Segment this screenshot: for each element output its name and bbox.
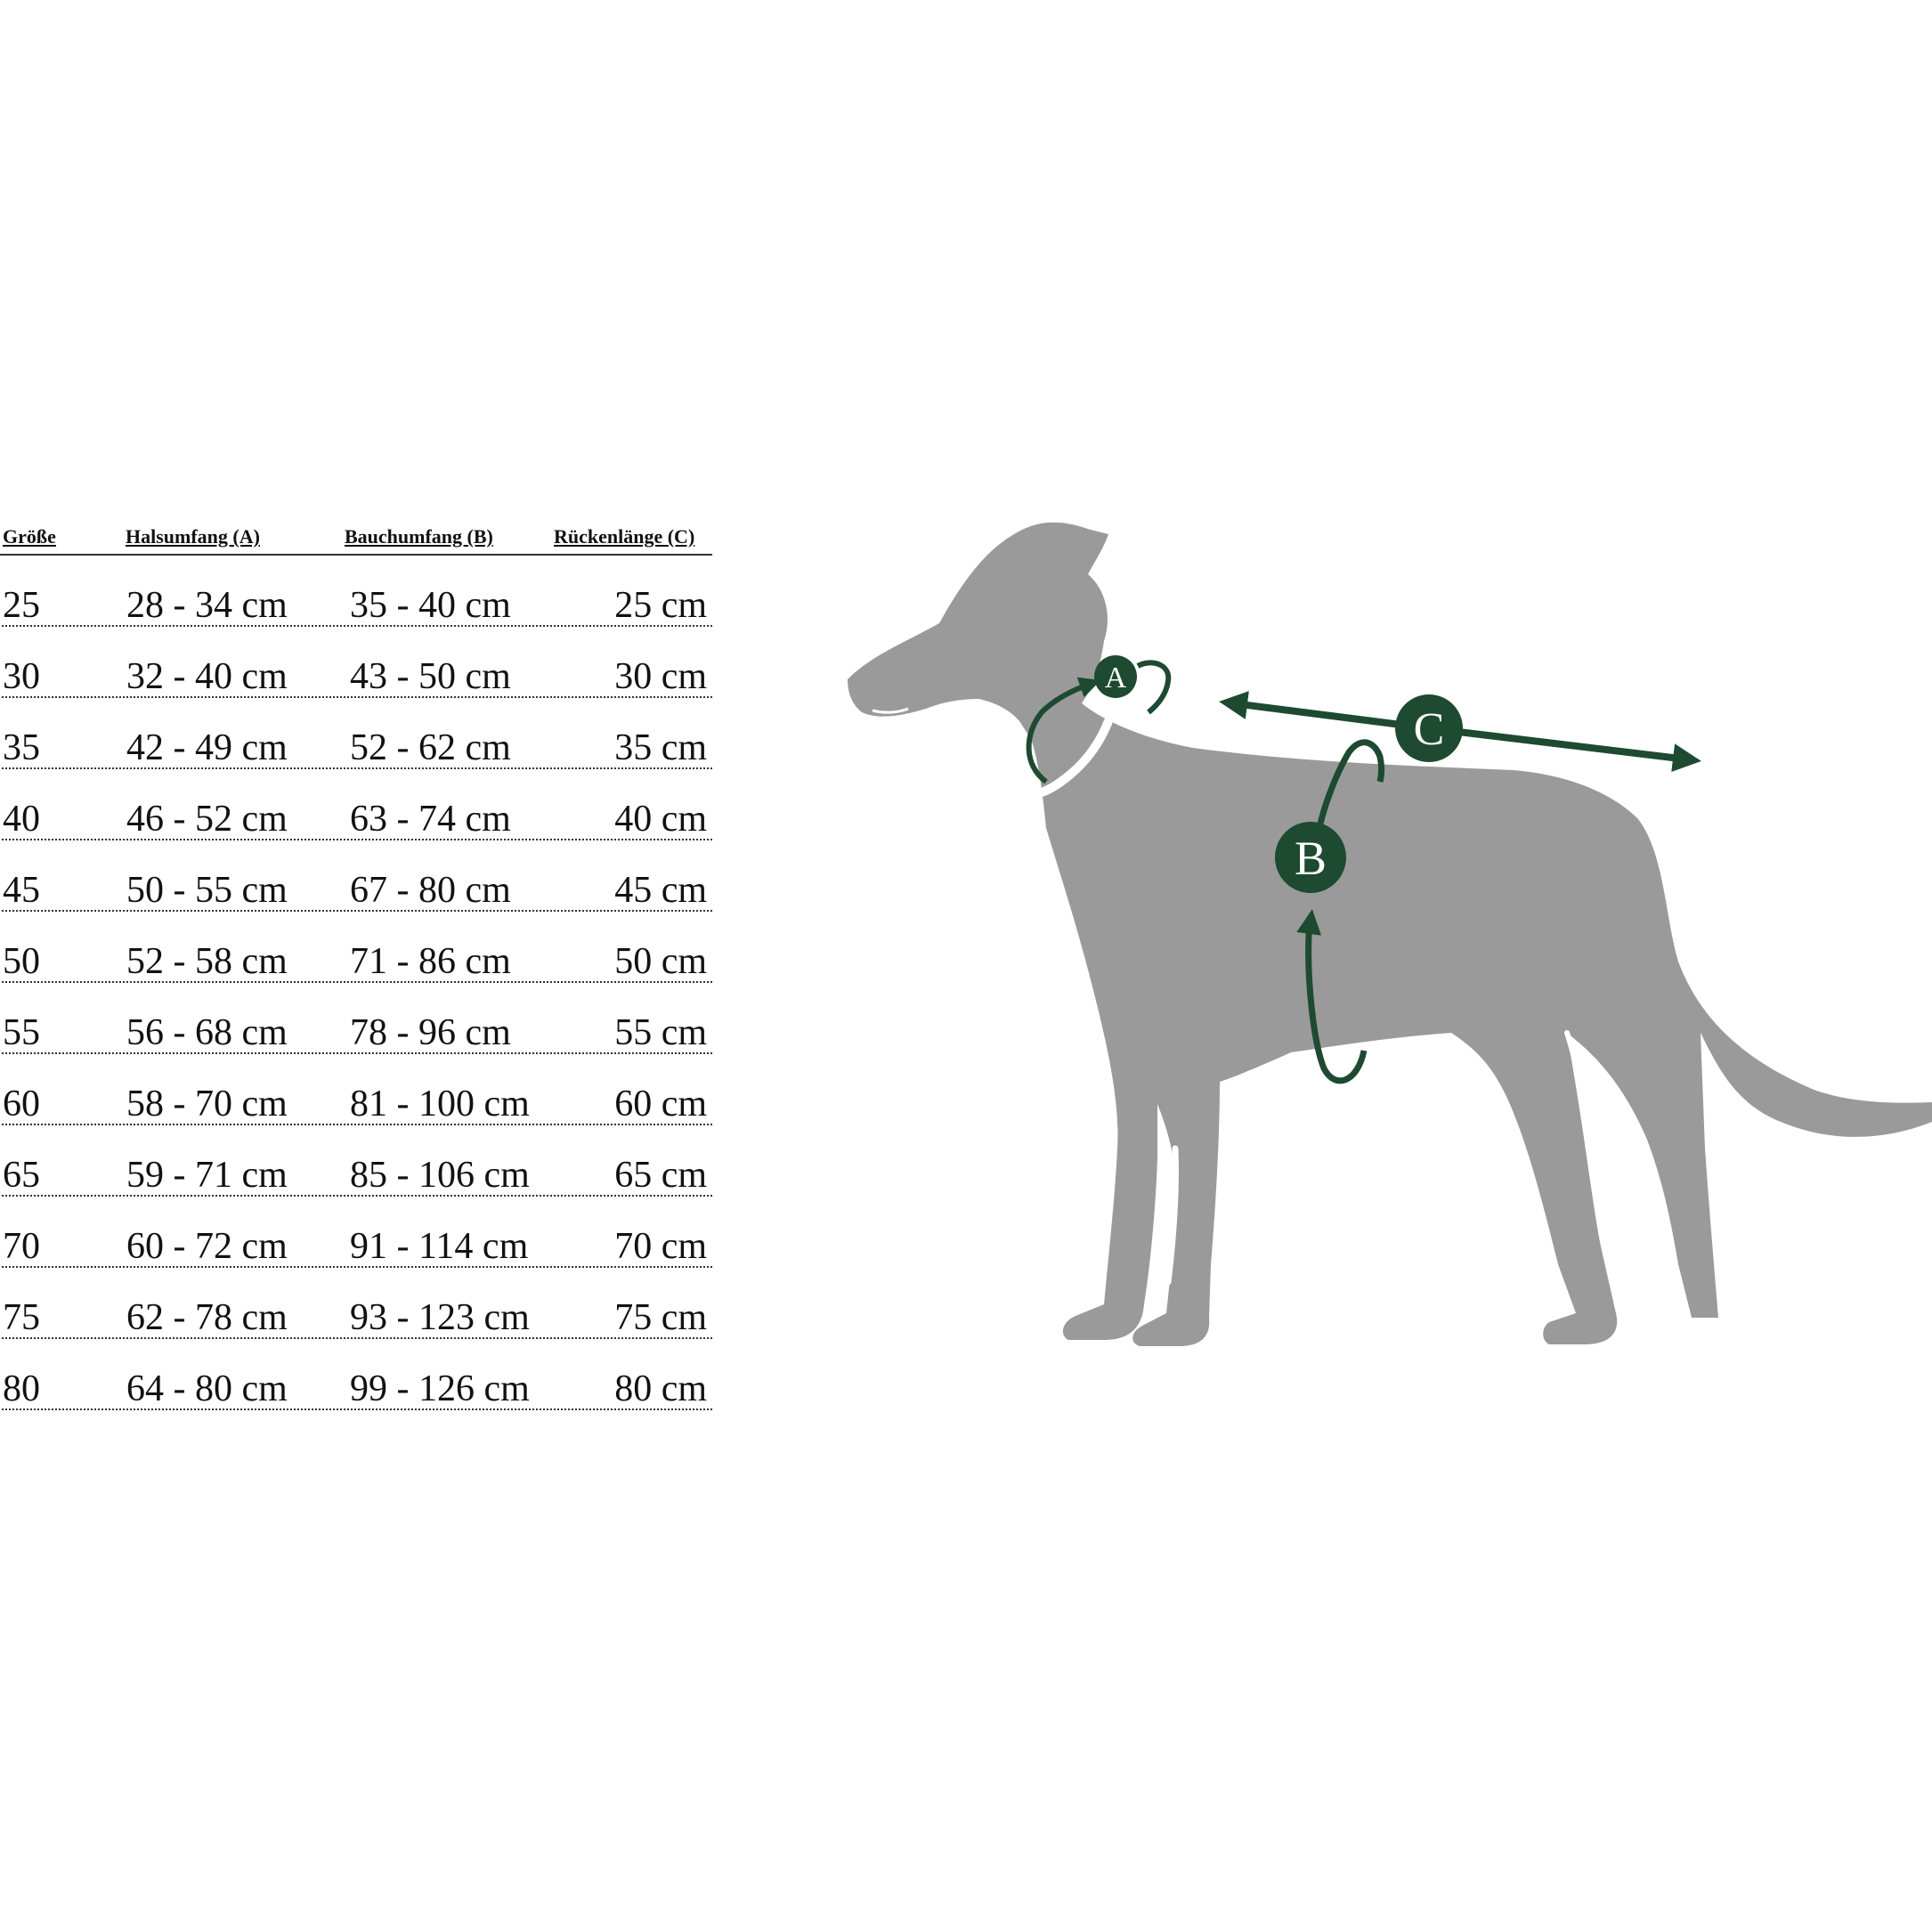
table-row: 60 58 - 70 cm 81 - 100 cm 60 cm — [0, 1054, 712, 1125]
chest-cell: 91 - 114 cm — [350, 1226, 529, 1267]
back-cell: 60 cm — [614, 1084, 707, 1124]
chest-cell: 35 - 40 cm — [350, 585, 511, 626]
garment-neck-stripe — [1030, 717, 1113, 799]
neck-cell: 46 - 52 cm — [126, 799, 288, 840]
back-cell: 50 cm — [614, 941, 707, 982]
back-cell: 25 cm — [614, 585, 707, 626]
size-table: Größe Halsumfang (A) Bauchumfang (B) Rüc… — [0, 516, 712, 1410]
chest-cell: 99 - 126 cm — [350, 1368, 530, 1409]
chest-arrow-top — [1314, 739, 1384, 838]
back-cell: 65 cm — [614, 1155, 707, 1196]
neck-cell: 42 - 49 cm — [126, 727, 288, 768]
table-body: 25 28 - 34 cm 35 - 40 cm 25 cm 30 32 - 4… — [0, 556, 712, 1410]
chest-cell: 67 - 80 cm — [350, 870, 511, 911]
chest-cell: 85 - 106 cm — [350, 1155, 530, 1196]
table-row: 80 64 - 80 cm 99 - 126 cm 80 cm — [0, 1339, 712, 1410]
neck-arrow-back — [1026, 677, 1101, 784]
size-cell: 80 — [3, 1368, 40, 1409]
dog-silhouette — [848, 522, 1932, 1346]
neck-cell: 50 - 55 cm — [126, 870, 288, 911]
back-cell: 35 cm — [614, 727, 707, 768]
dog-mouth-line — [872, 707, 909, 714]
neck-cell: 32 - 40 cm — [126, 656, 288, 697]
size-cell: 70 — [3, 1226, 40, 1267]
table-row: 75 62 - 78 cm 93 - 123 cm 75 cm — [0, 1268, 712, 1339]
chest-measurement-b: B — [1275, 739, 1384, 1084]
table-row: 30 32 - 40 cm 43 - 50 cm 30 cm — [0, 627, 712, 698]
table-row: 55 56 - 68 cm 78 - 96 cm 55 cm — [0, 983, 712, 1054]
size-cell: 45 — [3, 870, 40, 911]
table-row: 45 50 - 55 cm 67 - 80 cm 45 cm — [0, 840, 712, 912]
back-cell: 55 cm — [614, 1012, 707, 1053]
measurement-diagram: A C B — [837, 499, 1932, 1442]
chest-cell: 71 - 86 cm — [350, 941, 511, 982]
header-back-length: Rückenlänge (C) — [554, 525, 695, 548]
label-c: C — [1414, 704, 1445, 755]
chest-cell: 52 - 62 cm — [350, 727, 511, 768]
size-cell: 25 — [3, 585, 40, 626]
neck-cell: 59 - 71 cm — [126, 1155, 288, 1196]
back-cell: 45 cm — [614, 870, 707, 911]
chest-cell: 81 - 100 cm — [350, 1084, 530, 1124]
neck-cell: 58 - 70 cm — [126, 1084, 288, 1124]
neck-cell: 28 - 34 cm — [126, 585, 288, 626]
back-cell: 30 cm — [614, 656, 707, 697]
label-b: B — [1295, 832, 1327, 885]
table-row: 50 52 - 58 cm 71 - 86 cm 50 cm — [0, 912, 712, 983]
garment-hind-leg-stripe — [1564, 1030, 1592, 1124]
table-row: 40 46 - 52 cm 63 - 74 cm 40 cm — [0, 769, 712, 840]
header-size: Größe — [3, 525, 56, 548]
neck-cell: 56 - 68 cm — [126, 1012, 288, 1053]
neck-cell: 62 - 78 cm — [126, 1297, 288, 1338]
table-row: 65 59 - 71 cm 85 - 106 cm 65 cm — [0, 1125, 712, 1197]
chest-cell: 63 - 74 cm — [350, 799, 511, 840]
table-header: Größe Halsumfang (A) Bauchumfang (B) Rüc… — [0, 516, 712, 556]
table-row: 25 28 - 34 cm 35 - 40 cm 25 cm — [0, 556, 712, 627]
label-a: A — [1105, 662, 1127, 694]
label-c-badge — [1395, 694, 1463, 762]
neck-measurement-a: A — [1026, 655, 1172, 784]
neck-arrow-front — [1136, 660, 1172, 715]
neck-cell: 60 - 72 cm — [126, 1226, 288, 1267]
size-cell: 55 — [3, 1012, 40, 1053]
size-cell: 30 — [3, 656, 40, 697]
label-a-badge — [1094, 655, 1137, 698]
greyhound-illustration: A C B — [848, 522, 1932, 1346]
size-cell: 40 — [3, 799, 40, 840]
size-cell: 35 — [3, 727, 40, 768]
chest-cell: 78 - 96 cm — [350, 1012, 511, 1053]
header-chest-circumference: Bauchumfang (B) — [345, 525, 493, 548]
back-cell: 80 cm — [614, 1368, 707, 1409]
size-cell: 65 — [3, 1155, 40, 1196]
chest-cell: 43 - 50 cm — [350, 656, 511, 697]
back-cell: 70 cm — [614, 1226, 707, 1267]
dog-body — [848, 522, 1932, 1346]
neck-cell: 52 - 58 cm — [126, 941, 288, 982]
garment-front-leg-stripe — [1165, 1145, 1180, 1286]
chest-arrow-bottom — [1296, 909, 1368, 1084]
back-cell: 40 cm — [614, 799, 707, 840]
label-b-badge — [1275, 822, 1346, 893]
back-arrow-right — [1428, 725, 1701, 772]
size-cell: 75 — [3, 1297, 40, 1338]
table-row: 70 60 - 72 cm 91 - 114 cm 70 cm — [0, 1197, 712, 1268]
neck-cell: 64 - 80 cm — [126, 1368, 288, 1409]
size-cell: 60 — [3, 1084, 40, 1124]
table-row: 35 42 - 49 cm 52 - 62 cm 35 cm — [0, 698, 712, 769]
header-neck-circumference: Halsumfang (A) — [126, 525, 260, 548]
back-measurement-c: C — [1219, 691, 1701, 772]
back-cell: 75 cm — [614, 1297, 707, 1338]
chest-cell: 93 - 123 cm — [350, 1297, 530, 1338]
size-cell: 50 — [3, 941, 40, 982]
